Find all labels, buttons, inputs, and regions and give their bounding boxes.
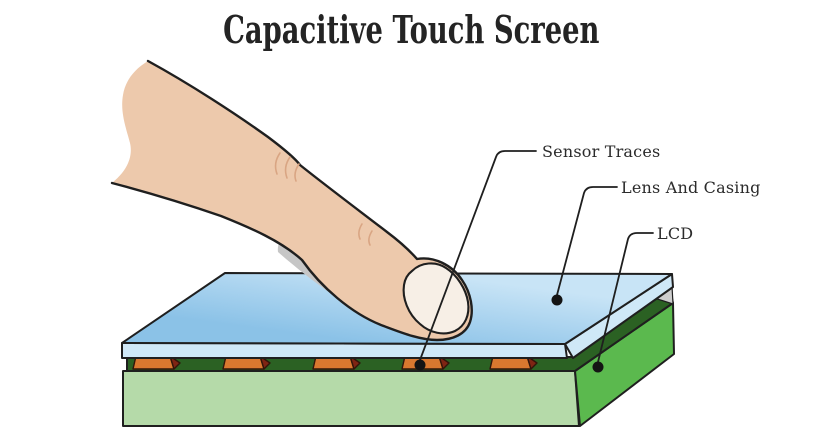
sensor-trace xyxy=(132,355,181,370)
label-lens-and-casing: Lens And Casing xyxy=(621,178,761,197)
title-container: Capacitive Touch Screen xyxy=(0,7,822,52)
callout-dot-sensor-traces xyxy=(414,359,426,371)
knuckle-creases xyxy=(274,152,373,246)
leader-line-lens-and-casing xyxy=(556,186,618,296)
fingernail xyxy=(402,262,470,335)
finger-illustration xyxy=(110,59,473,342)
glass-front-edge xyxy=(121,342,568,359)
page-title: Capacitive Touch Screen xyxy=(222,7,600,52)
callout-dot-lcd xyxy=(592,361,604,373)
lcd-front-face xyxy=(122,370,580,427)
leader-line-lcd xyxy=(597,232,654,363)
finger-outline xyxy=(110,59,473,342)
label-lcd: LCD xyxy=(657,224,694,243)
finger xyxy=(112,61,472,340)
label-sensor-traces: Sensor Traces xyxy=(542,142,661,161)
callout-dot-lens-and-casing xyxy=(551,294,563,306)
leader-line-sensor-traces xyxy=(419,150,537,361)
